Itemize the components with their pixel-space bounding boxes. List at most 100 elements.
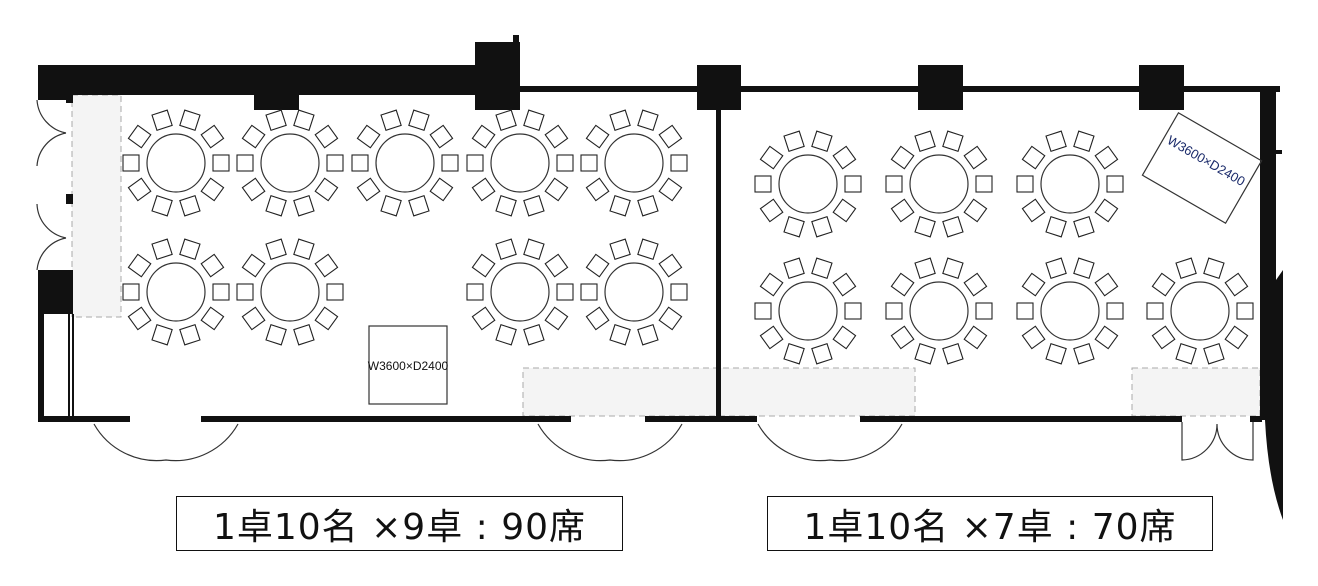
chair xyxy=(580,154,598,172)
chair xyxy=(441,154,459,172)
round-table xyxy=(236,109,344,217)
chair xyxy=(200,306,225,331)
chair xyxy=(314,124,339,149)
pillar xyxy=(918,65,963,110)
chair xyxy=(179,109,201,131)
chair xyxy=(1045,216,1067,238)
chair xyxy=(1021,198,1046,223)
chair xyxy=(293,238,315,260)
chair xyxy=(658,177,683,202)
table-top xyxy=(260,262,320,322)
table-top xyxy=(375,133,435,193)
table-top xyxy=(909,154,969,214)
chair xyxy=(544,306,569,331)
chair xyxy=(1045,343,1067,365)
chair xyxy=(759,272,784,297)
chair xyxy=(544,177,569,202)
chair xyxy=(495,238,517,260)
chair xyxy=(356,124,381,149)
chair xyxy=(783,130,805,152)
table-top xyxy=(1040,154,1100,214)
chair xyxy=(585,306,610,331)
chair xyxy=(658,253,683,278)
service-area-right xyxy=(1131,367,1261,417)
chair xyxy=(241,124,266,149)
table-top xyxy=(146,262,206,322)
chair xyxy=(466,154,484,172)
partition-wall xyxy=(716,110,721,416)
chair xyxy=(1203,257,1225,279)
chair xyxy=(523,238,545,260)
round-table xyxy=(580,109,688,217)
chair xyxy=(241,306,266,331)
chair xyxy=(658,306,683,331)
chair xyxy=(811,343,833,365)
chair xyxy=(151,109,173,131)
chair xyxy=(759,198,784,223)
chair xyxy=(585,177,610,202)
chair xyxy=(832,325,857,350)
stage-size-label: W3600×D2400 xyxy=(368,359,449,373)
chair xyxy=(429,177,454,202)
chair xyxy=(832,145,857,170)
chair xyxy=(914,343,936,365)
chair xyxy=(151,324,173,346)
chair xyxy=(1021,145,1046,170)
chair xyxy=(637,195,659,217)
stage-right: W3600×D2400 xyxy=(1141,112,1263,224)
chair xyxy=(1073,343,1095,365)
chair xyxy=(942,257,964,279)
chair xyxy=(942,343,964,365)
chair xyxy=(890,325,915,350)
chair xyxy=(1146,302,1164,320)
chair xyxy=(200,177,225,202)
round-table xyxy=(1016,257,1124,365)
chair xyxy=(212,283,230,301)
chair xyxy=(380,195,402,217)
chair xyxy=(200,253,225,278)
chair xyxy=(1094,145,1119,170)
chair xyxy=(127,124,152,149)
chair xyxy=(1021,325,1046,350)
chair xyxy=(314,253,339,278)
table-top xyxy=(604,133,664,193)
chair xyxy=(241,177,266,202)
chair xyxy=(314,306,339,331)
round-table xyxy=(122,238,230,346)
chair xyxy=(1175,343,1197,365)
chair xyxy=(179,195,201,217)
chair xyxy=(759,145,784,170)
chair xyxy=(609,109,631,131)
chair xyxy=(236,283,254,301)
chair xyxy=(1016,175,1034,193)
chair xyxy=(885,302,903,320)
chair xyxy=(471,306,496,331)
chair xyxy=(1151,272,1176,297)
chair xyxy=(556,154,574,172)
pillar xyxy=(697,65,741,110)
doors xyxy=(36,99,1254,462)
round-table xyxy=(580,238,688,346)
chair xyxy=(1073,130,1095,152)
chair xyxy=(471,253,496,278)
chair xyxy=(265,238,287,260)
chair xyxy=(1175,257,1197,279)
chair xyxy=(326,154,344,172)
chair xyxy=(754,175,772,193)
chair xyxy=(658,124,683,149)
chair xyxy=(609,324,631,346)
chair xyxy=(326,283,344,301)
chair xyxy=(754,302,772,320)
chair xyxy=(963,272,988,297)
chair xyxy=(523,324,545,346)
chair xyxy=(429,124,454,149)
chair xyxy=(380,109,402,131)
chair xyxy=(179,238,201,260)
chair xyxy=(1045,130,1067,152)
chair xyxy=(832,198,857,223)
chair xyxy=(212,154,230,172)
chair xyxy=(127,253,152,278)
round-table xyxy=(754,130,862,238)
chair xyxy=(890,145,915,170)
chair xyxy=(544,253,569,278)
